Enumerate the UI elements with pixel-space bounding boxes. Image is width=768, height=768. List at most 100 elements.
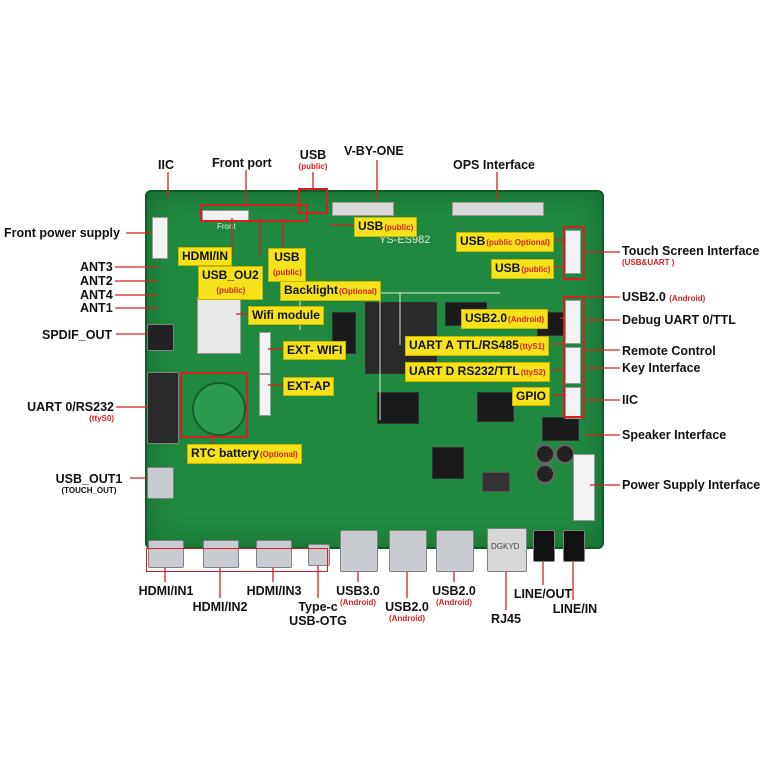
callout-usb-top-text: USB	[358, 219, 384, 233]
label-typec-text: Type-c	[298, 600, 338, 614]
callout-usb20-android-text: USB2.0	[465, 311, 508, 325]
label-uart0: UART 0/RS232 (ttyS0)	[10, 400, 114, 423]
label-usb30: USB3.0 (Android)	[326, 584, 390, 607]
label-key: Key Interface	[622, 361, 701, 375]
touch-connector	[565, 230, 581, 274]
label-touch: Touch Screen Interface (USB&UART )	[622, 244, 759, 267]
front-power-connector	[152, 217, 168, 259]
label-usb20b-text: USB2.0	[432, 584, 476, 598]
label-usb20b: USB2.0 (Android)	[422, 584, 486, 607]
label-ant3: ANT3	[80, 260, 113, 274]
hdmi1-port	[148, 540, 184, 568]
label-typec: Type-c USB-OTG	[284, 600, 352, 628]
label-hdmi1: HDMI/IN1	[138, 584, 194, 598]
callout-usb20-android-sub: (Android)	[508, 315, 545, 324]
label-linein: LINE/IN	[552, 602, 598, 616]
redbox-front-port	[200, 204, 308, 222]
label-usb20a: USB2.0 (Android)	[375, 600, 439, 623]
callout-usb-mid: USB (public)	[268, 248, 306, 282]
typec-port	[308, 544, 330, 566]
callout-usb-opt-sub: (public Optional)	[486, 238, 550, 247]
callout-ext-wifi: EXT- WIFI	[283, 341, 347, 360]
callout-usb-mid-text: USB	[274, 250, 300, 264]
callout-usb-right-text: USB	[495, 261, 521, 275]
callout-usb-mid-sub: (public)	[273, 268, 302, 277]
callout-rtc-sub: (Optional)	[260, 450, 298, 459]
callout-uart-d-text: UART D RS232/TTL	[409, 364, 520, 378]
spdif-port	[147, 324, 174, 351]
callout-ext-ap: EXT-AP	[283, 377, 335, 396]
ext-wifi-header	[259, 332, 271, 374]
callout-usb-top: USB(public)	[354, 217, 418, 237]
callout-usb-ou2-sub: (public)	[216, 286, 246, 295]
label-usb20a-text: USB2.0	[385, 600, 429, 614]
usb30-port	[340, 530, 378, 572]
callout-usb-opt-text: USB	[460, 234, 486, 248]
label-spdif: SPDIF_OUT	[42, 328, 113, 342]
label-hdmi2: HDMI/IN2	[192, 600, 248, 614]
callout-usb20-android: USB2.0(Android)	[461, 309, 549, 329]
chip-small-2	[477, 392, 514, 422]
capacitor-1	[535, 444, 555, 464]
callout-backlight-text: Backlight	[284, 283, 339, 297]
callout-rtc-text: RTC battery	[191, 446, 260, 460]
label-front-port: Front port	[212, 156, 272, 170]
capacitor-3	[535, 464, 555, 484]
rtc-battery-coin	[192, 382, 246, 436]
label-usb20b-sub: (Android)	[436, 598, 472, 607]
wifi-module-board	[197, 297, 241, 354]
label-ops: OPS Interface	[453, 158, 535, 172]
label-hdmi3: HDMI/IN3	[246, 584, 302, 598]
usb-out1-port	[147, 467, 174, 499]
label-usb-top: USB (public)	[298, 148, 328, 171]
callout-usb-top-sub: (public)	[384, 223, 414, 232]
label-remote: Remote Control	[622, 344, 716, 358]
redbox-bottom-ports	[146, 548, 328, 572]
label-usb-out1-sub: (TOUCH_OUT)	[61, 486, 117, 495]
label-lineout: LINE/OUT	[513, 587, 573, 601]
label-touch-sub: (USB&UART )	[622, 258, 675, 267]
callout-wifi-module: Wifi module	[248, 306, 324, 325]
redbox-right-headers	[563, 296, 585, 418]
callout-usb-ou2: USB_OU2 (public)	[198, 266, 263, 300]
callout-uart-d: UART D RS232/TTL(ttyS2)	[405, 362, 550, 382]
callout-backlight-sub: (Optional)	[339, 287, 377, 296]
label-usb-out1-text: USB_OUT1	[55, 472, 123, 486]
right-header-3	[565, 387, 581, 419]
emmc-chip	[377, 392, 419, 424]
vbyone-connector	[332, 202, 394, 216]
callout-uart-a-text: UART A TTL/RS485	[409, 338, 519, 352]
label-ant4: ANT4	[80, 288, 113, 302]
linein-jack	[563, 530, 585, 562]
callout-usb-right-sub: (public)	[521, 265, 551, 274]
lineout-jack	[533, 530, 555, 562]
callout-uart-d-sub: (ttyS2)	[520, 368, 546, 377]
chip-small-4	[542, 417, 579, 441]
label-usb20-right-text: USB2.0	[622, 290, 666, 304]
right-header-2	[565, 347, 581, 384]
callout-usb-opt: USB(public Optional)	[456, 232, 554, 252]
label-ant2: ANT2	[80, 274, 113, 288]
callout-gpio: GPIO	[512, 387, 551, 406]
label-ant1: ANT1	[80, 301, 113, 315]
label-front-power: Front power supply	[4, 226, 120, 240]
redbox-rtc	[180, 372, 248, 438]
silkscreen-dgkyd: DGKYD	[491, 542, 520, 551]
label-speaker: Speaker Interface	[622, 428, 727, 442]
label-usb20-right: USB2.0 (Android)	[622, 290, 705, 306]
board-model-text: YS-ES982	[379, 234, 431, 246]
redbox-touch	[563, 226, 585, 280]
callout-uart-a: UART A TTL/RS485(ttyS1)	[405, 336, 549, 356]
label-rj45: RJ45	[491, 612, 521, 626]
callout-usb-ou2-text: USB_OU2	[202, 268, 259, 282]
label-usb20a-sub: (Android)	[389, 614, 425, 623]
label-usb-out1: USB_OUT1 (TOUCH_OUT)	[50, 472, 128, 495]
label-touch-text: Touch Screen Interface	[622, 244, 760, 258]
power-supply-connector	[573, 454, 595, 521]
callout-backlight: Backlight(Optional)	[280, 281, 381, 301]
label-usbotg-text: USB-OTG	[289, 614, 347, 628]
label-iic-top: IIC	[158, 158, 174, 172]
inductor	[482, 472, 510, 492]
right-header-1	[565, 300, 581, 344]
label-vbyone: V-BY-ONE	[344, 144, 404, 158]
